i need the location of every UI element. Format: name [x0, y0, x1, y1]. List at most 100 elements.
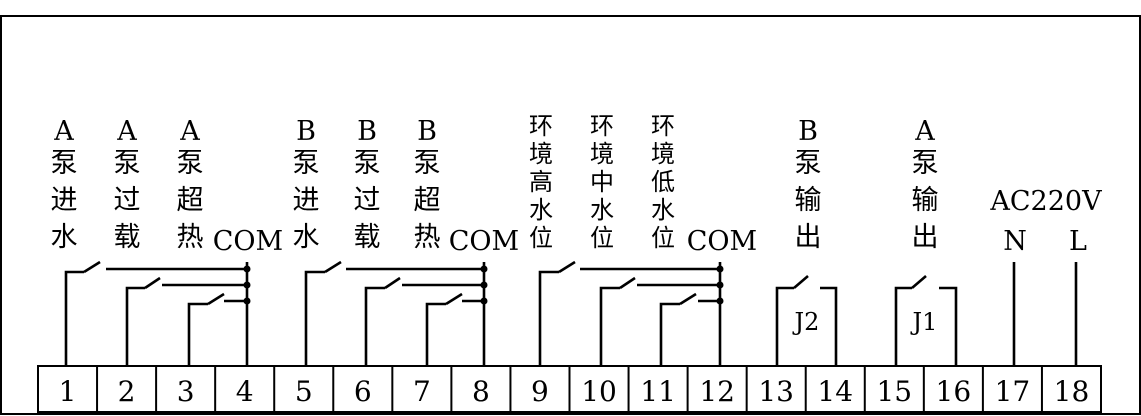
junction-dot	[243, 281, 251, 289]
terminal-8[interactable]: 8	[472, 375, 490, 408]
label-a-pump-overheat-1: 泵	[177, 148, 204, 179]
contact-3-blade	[207, 292, 225, 306]
label-b-pump-overload-3: 载	[354, 222, 381, 253]
label-env-low-level-3: 水	[651, 196, 675, 224]
label-b-pump-inlet-0: B	[296, 116, 316, 147]
label-a-pump-overload-0: A	[116, 116, 137, 147]
contact-2-blade	[144, 276, 161, 290]
contact-2-lead	[125, 286, 145, 366]
label-b-pump-overheat-0: B	[417, 116, 437, 147]
label-b-pump-output-2: 输	[795, 185, 822, 216]
terminal-11[interactable]: 11	[640, 375, 676, 408]
terminal-14[interactable]: 14	[817, 375, 853, 408]
label-a-pump-overload-3: 载	[114, 222, 141, 253]
label-env-low-level-2: 低	[651, 168, 675, 196]
junction-dot	[716, 281, 724, 289]
label-a-pump-overheat-2: 超	[177, 185, 204, 216]
label-a-pump-output-2: 输	[912, 185, 939, 216]
terminal-10[interactable]: 10	[581, 375, 617, 408]
label-a-pump-inlet-1: 泵	[51, 148, 78, 179]
contact-6-lead	[364, 286, 385, 366]
label-a-pump-overload: A 泵 过 载	[114, 116, 141, 253]
terminal-16[interactable]: 16	[936, 375, 972, 408]
contact-7-blade	[445, 292, 463, 306]
wiring-group-a-sensors	[64, 260, 251, 366]
label-b-pump-inlet-1: 泵	[293, 148, 320, 179]
label-env-mid-level-4: 位	[590, 224, 614, 252]
terminal-15[interactable]: 15	[876, 375, 912, 408]
wiring-group-water-level	[538, 260, 724, 366]
terminal-2[interactable]: 2	[118, 375, 136, 408]
label-a-pump-inlet-3: 水	[51, 222, 78, 253]
relay-j1-label: J1	[910, 308, 938, 336]
relay-j2-left	[775, 286, 794, 366]
label-a-pump-overheat-3: 热	[177, 222, 204, 253]
terminal-9[interactable]: 9	[531, 375, 549, 408]
label-b-pump-output-1: 泵	[795, 148, 822, 179]
label-b-pump-overload: B 泵 过 载	[354, 116, 381, 253]
diagram-frame	[0, 15, 1141, 415]
label-env-high-level-2: 高	[529, 168, 553, 196]
relay-j1-left	[894, 286, 912, 366]
label-power: AC220V	[989, 186, 1102, 217]
label-com-1: COM	[213, 226, 283, 257]
terminal-18[interactable]: 18	[1054, 375, 1090, 408]
relay-j1: J1	[894, 275, 958, 366]
relay-j2: J2	[775, 275, 838, 366]
terminal-13[interactable]: 13	[758, 375, 794, 408]
label-b-pump-overheat-2: 超	[414, 185, 441, 216]
label-env-mid-level-0: 环	[590, 112, 614, 140]
relay-j2-right	[820, 286, 838, 366]
label-live: L	[1069, 226, 1087, 257]
contact-1-blade	[83, 260, 101, 274]
label-env-high-level-4: 位	[529, 224, 553, 252]
contact-1-lead	[64, 270, 84, 366]
contact-9-blade	[558, 260, 576, 274]
relay-j2-blade	[793, 275, 809, 289]
relay-j2-label: J2	[792, 308, 820, 336]
terminal-12[interactable]: 12	[699, 375, 735, 408]
junction-dot	[716, 265, 724, 273]
label-env-high-level-0: 环	[529, 112, 553, 140]
contact-11-blade	[679, 292, 697, 306]
label-b-pump-overheat-3: 热	[414, 222, 441, 253]
terminal-7[interactable]: 7	[413, 375, 431, 408]
label-a-pump-output-1: 泵	[912, 148, 939, 179]
junction-dot	[480, 265, 488, 273]
label-a-pump-output: A 泵 输 出	[912, 116, 939, 253]
junction-dot	[480, 281, 488, 289]
label-a-pump-inlet-0: A	[53, 116, 74, 147]
label-b-pump-output-3: 出	[795, 222, 822, 253]
contact-3-lead	[187, 302, 208, 366]
contact-5-blade	[324, 260, 342, 274]
terminal-1[interactable]: 1	[59, 375, 77, 408]
contact-10-blade	[619, 276, 636, 290]
terminal-17[interactable]: 17	[995, 375, 1031, 408]
relay-j1-blade	[911, 275, 927, 289]
contact-7-lead	[425, 302, 446, 366]
contact-11-lead	[659, 302, 680, 366]
label-env-high-level-1: 境	[529, 140, 553, 168]
terminal-3[interactable]: 3	[177, 375, 195, 408]
terminal-6[interactable]: 6	[354, 375, 372, 408]
label-b-pump-overheat: B 泵 超 热	[414, 116, 441, 253]
terminal-5[interactable]: 5	[295, 375, 313, 408]
label-a-pump-overheat: A 泵 超 热	[177, 116, 204, 253]
contact-6-blade	[384, 276, 401, 290]
junction-dot	[716, 297, 724, 305]
junction-dot	[243, 297, 251, 305]
label-b-pump-overload-0: B	[357, 116, 377, 147]
junction-dot	[243, 265, 251, 273]
label-com-3: COM	[687, 226, 757, 257]
junction-dot	[480, 297, 488, 305]
label-env-mid-level-3: 水	[590, 196, 614, 224]
label-a-pump-inlet-2: 进	[51, 185, 78, 216]
label-b-pump-inlet: B 泵 进 水	[293, 116, 320, 253]
label-a-pump-overload-2: 过	[114, 185, 141, 216]
label-env-low-level: 环 境 低 水 位	[651, 112, 675, 252]
label-a-pump-overheat-0: A	[179, 116, 200, 147]
terminal-4[interactable]: 4	[236, 375, 254, 408]
